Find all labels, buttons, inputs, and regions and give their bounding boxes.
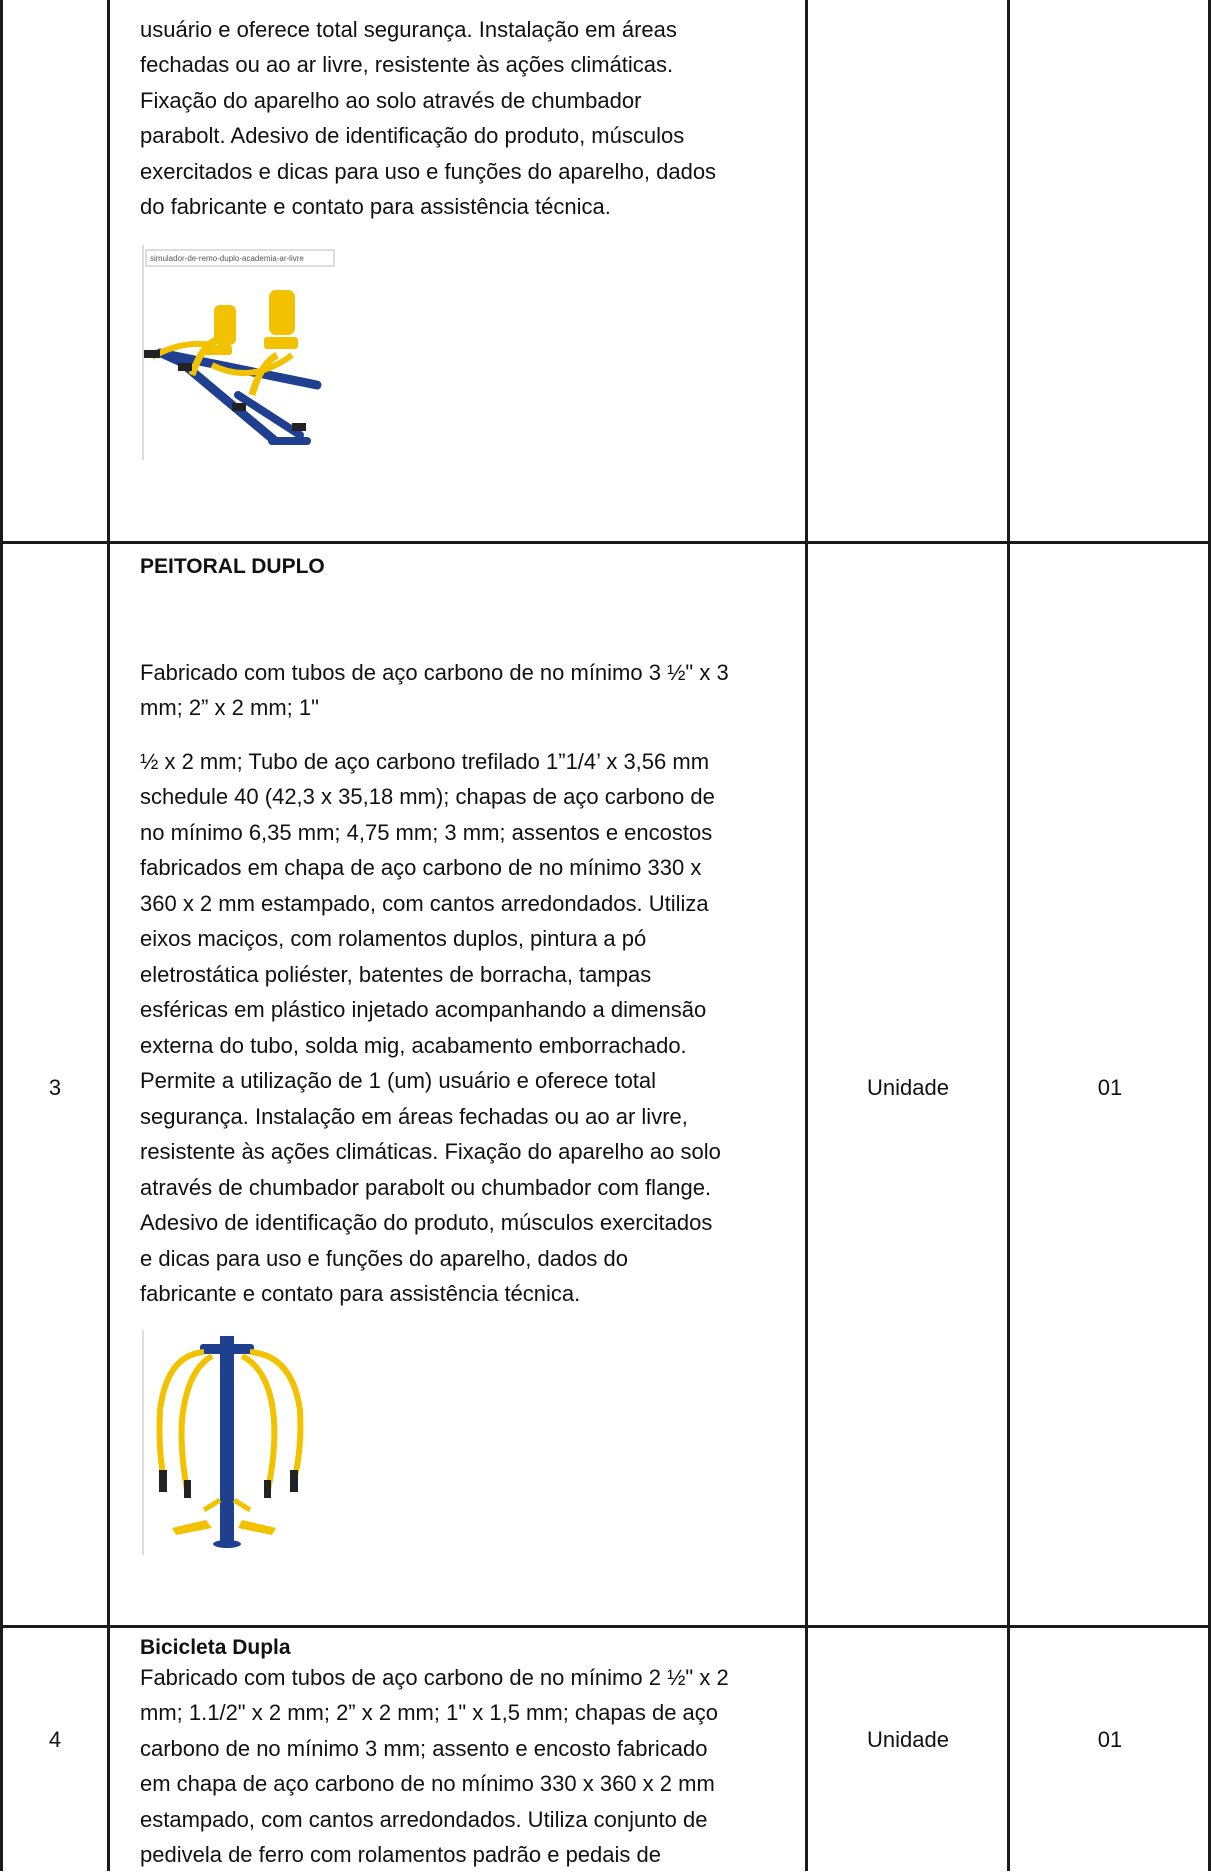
row-number: 4 <box>48 1727 62 1752</box>
description-line: Fixação do aparelho ao solo através de c… <box>140 88 642 113</box>
rowing-simulator-image: simulador-de-remo-duplo-academia-ar-livr… <box>142 245 342 460</box>
description-line: do fabricante e contato para assistência… <box>140 194 611 219</box>
column-divider-description <box>805 0 808 1871</box>
item-title: Bicicleta Dupla <box>140 1636 291 1659</box>
double-chest-press-illustration <box>142 1330 304 1555</box>
description-line: mm; 2” x 2 mm; 1" <box>140 695 319 720</box>
image-caption: simulador-de-remo-duplo-academia-ar-livr… <box>150 254 304 263</box>
row-divider-2-3 <box>0 541 1211 544</box>
unit-cell: Unidade <box>867 1075 949 1100</box>
description-line: 360 x 2 mm estampado, com cantos arredon… <box>140 891 709 916</box>
description-line: estampado, com cantos arredondados. Util… <box>140 1807 708 1832</box>
description-line: esféricas em plástico injetado acompanha… <box>140 997 707 1022</box>
description-line: Adesivo de identificação do produto, mús… <box>140 1210 713 1235</box>
description-line: usuário e oferece total segurança. Insta… <box>140 17 677 42</box>
rowing-simulator-illustration: simulador-de-remo-duplo-academia-ar-livr… <box>142 245 335 460</box>
description-line: eletrostática poliéster, batentes de bor… <box>140 962 652 987</box>
column-divider-unit <box>1007 0 1010 1871</box>
row-divider-3-4 <box>0 1625 1211 1628</box>
description-line: Fabricado com tubos de aço carbono de no… <box>140 660 729 685</box>
description-line: parabolt. Adesivo de identificação do pr… <box>140 123 685 148</box>
item-title: PEITORAL DUPLO <box>140 555 325 578</box>
description-line: schedule 40 (42,3 x 35,18 mm); chapas de… <box>140 784 715 809</box>
description-line: eixos maciços, com rolamentos duplos, pi… <box>140 926 647 951</box>
description-line: no mínimo 6,35 mm; 4,75 mm; 3 mm; assent… <box>140 820 713 845</box>
row-number: 3 <box>48 1075 62 1100</box>
column-divider-number <box>107 0 110 1871</box>
description-line: fechadas ou ao ar livre, resistente às a… <box>140 52 674 77</box>
quantity-cell: 01 <box>1097 1727 1123 1752</box>
quantity-cell: 01 <box>1097 1075 1123 1100</box>
description-line: resistente às ações climáticas. Fixação … <box>140 1139 721 1164</box>
table-border-right <box>1208 0 1211 1871</box>
description-line: Fabricado com tubos de aço carbono de no… <box>140 1665 729 1690</box>
description-line: ½ x 2 mm; Tubo de aço carbono trefilado … <box>140 749 710 774</box>
table-border-left <box>0 0 3 1871</box>
description-line: externa do tubo, solda mig, acabamento e… <box>140 1033 687 1058</box>
unit-cell: Unidade <box>867 1727 949 1752</box>
description-line: pedivela de ferro com rolamentos padrão … <box>140 1842 661 1867</box>
description-line: exercitados e dicas para uso e funções d… <box>140 159 717 184</box>
description-line: e dicas para uso e funções do aparelho, … <box>140 1246 629 1271</box>
description-line: em chapa de aço carbono de no mínimo 330… <box>140 1771 715 1796</box>
description-line: Permite a utilização de 1 (um) usuário e… <box>140 1068 657 1093</box>
description-line: através de chumbador parabolt ou chumbad… <box>140 1175 712 1200</box>
description-line: carbono de no mínimo 3 mm; assento e enc… <box>140 1736 708 1761</box>
description-line: segurança. Instalação em áreas fechadas … <box>140 1104 688 1129</box>
description-line: mm; 1.1/2" x 2 mm; 2” x 2 mm; 1" x 1,5 m… <box>140 1700 719 1725</box>
double-chest-press-image <box>142 1330 332 1555</box>
description-line: fabricante e contato para assistência té… <box>140 1281 581 1306</box>
description-line: fabricados em chapa de aço carbono de no… <box>140 855 702 880</box>
